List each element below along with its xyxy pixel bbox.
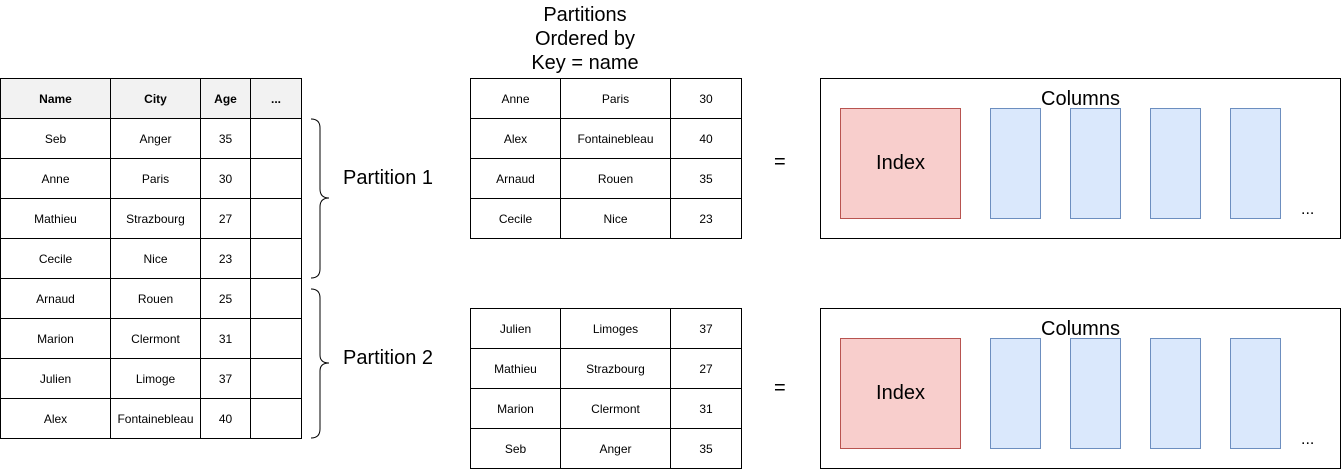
cell-age: 40: [200, 398, 251, 439]
cell-name: Cecile: [470, 198, 561, 239]
partitions-title: Partitions Ordered by Key = name: [490, 3, 680, 75]
partition-1-brace: [310, 118, 330, 279]
cell-age: 30: [200, 158, 251, 199]
cell-more: [250, 158, 302, 199]
cell-age: 37: [670, 308, 742, 349]
cell-city: Strazbourg: [110, 198, 201, 239]
partitions-title-line-1: Partitions: [543, 4, 627, 26]
column-store-2: Columns Index ...: [820, 308, 1341, 469]
cell-name: Seb: [0, 118, 111, 159]
index-block-2: Index: [840, 338, 961, 449]
cell-name: Anne: [0, 158, 111, 199]
column-block: [1070, 338, 1121, 449]
header-more: ...: [250, 78, 302, 119]
columns-title-2: Columns: [1041, 318, 1120, 340]
column-block: [1230, 338, 1281, 449]
cell-name: Alex: [0, 398, 111, 439]
cell-city: Rouen: [560, 158, 671, 199]
column-block: [990, 108, 1041, 219]
more-columns-ellipsis: ...: [1301, 431, 1315, 448]
column-store-1: Columns Index ...: [820, 78, 1341, 239]
cell-city: Anger: [560, 428, 671, 469]
cell-age: 31: [670, 388, 742, 429]
cell-name: Julien: [470, 308, 561, 349]
partition-2-label: Partition 2: [343, 347, 434, 369]
partitions-title-line-2: Ordered by: [534, 28, 636, 50]
header-name: Name: [0, 78, 111, 119]
cell-city: Nice: [560, 198, 671, 239]
column-block: [1150, 108, 1201, 219]
cell-city: Paris: [110, 158, 201, 199]
equals-sign-1: =: [774, 151, 786, 173]
cell-name: Arnaud: [470, 158, 561, 199]
partition-1-label: Partition 1: [343, 167, 434, 189]
partitions-title-line-3: Key = name: [531, 52, 639, 74]
cell-more: [250, 278, 302, 319]
columns-title-1: Columns: [1041, 88, 1120, 110]
cell-name: Cecile: [0, 238, 111, 279]
column-block: [1150, 338, 1201, 449]
cell-age: 35: [670, 158, 742, 199]
partition-2-brace: [310, 288, 330, 439]
cell-age: 40: [670, 118, 742, 159]
cell-age: 25: [200, 278, 251, 319]
cell-city: Anger: [110, 118, 201, 159]
cell-city: Paris: [560, 78, 671, 119]
cell-age: 37: [200, 358, 251, 399]
cell-age: 31: [200, 318, 251, 359]
cell-name: Mathieu: [0, 198, 111, 239]
cell-city: Strazbourg: [560, 348, 671, 389]
cell-name: Mathieu: [470, 348, 561, 389]
cell-name: Anne: [470, 78, 561, 119]
cell-age: 35: [670, 428, 742, 469]
equals-sign-2: =: [774, 377, 786, 399]
cell-name: Seb: [470, 428, 561, 469]
cell-more: [250, 238, 302, 279]
column-block: [1230, 108, 1281, 219]
source-table-header-row: Name City Age ...: [0, 78, 302, 119]
cell-city: Rouen: [110, 278, 201, 319]
cell-name: Alex: [470, 118, 561, 159]
cell-age: 23: [200, 238, 251, 279]
column-block: [990, 338, 1041, 449]
cell-more: [250, 398, 302, 439]
index-block-1: Index: [840, 108, 961, 219]
cell-age: 30: [670, 78, 742, 119]
cell-age: 27: [670, 348, 742, 389]
cell-city: Clermont: [560, 388, 671, 429]
cell-name: Arnaud: [0, 278, 111, 319]
column-block: [1070, 108, 1121, 219]
cell-city: Fontainebleau: [560, 118, 671, 159]
cell-age: 23: [670, 198, 742, 239]
more-columns-ellipsis: ...: [1301, 201, 1315, 218]
cell-city: Limoges: [560, 308, 671, 349]
cell-name: Marion: [470, 388, 561, 429]
